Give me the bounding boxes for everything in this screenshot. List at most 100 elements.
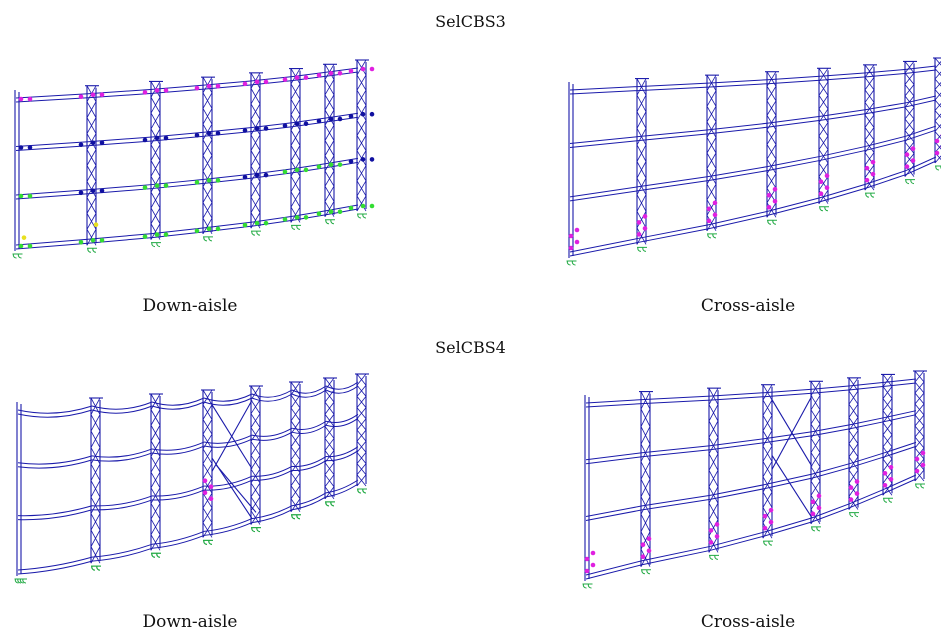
beam bbox=[569, 237, 639, 253]
beam bbox=[865, 72, 907, 78]
plastic-hinge bbox=[708, 540, 714, 545]
brace bbox=[636, 211, 647, 229]
brace bbox=[914, 469, 925, 482]
brace bbox=[290, 83, 301, 100]
brace bbox=[150, 440, 161, 457]
brace bbox=[202, 202, 213, 219]
plastic-hinge bbox=[316, 211, 322, 217]
brace bbox=[636, 94, 647, 112]
brace bbox=[90, 430, 101, 448]
plastic-hinge bbox=[316, 118, 322, 124]
brace bbox=[290, 206, 301, 223]
plastic-hinge bbox=[18, 96, 24, 102]
plastic-hinge bbox=[99, 140, 105, 146]
brace bbox=[250, 413, 261, 428]
beam bbox=[641, 445, 711, 454]
base-support bbox=[251, 527, 261, 533]
plastic-hinge bbox=[142, 137, 148, 143]
plastic-hinge bbox=[99, 92, 105, 98]
plastic-hinge bbox=[206, 178, 212, 183]
beam bbox=[811, 389, 851, 394]
beam bbox=[637, 129, 709, 138]
plastic-hinge bbox=[163, 88, 169, 93]
plastic-hinge bbox=[854, 491, 860, 496]
brace bbox=[202, 217, 213, 235]
beam bbox=[707, 214, 769, 230]
plastic-hinge bbox=[194, 132, 200, 138]
beam bbox=[641, 399, 711, 405]
plastic-hinge bbox=[904, 152, 910, 157]
plastic-hinge bbox=[303, 215, 309, 220]
plastic-hinge bbox=[810, 499, 816, 505]
plastic-hinge bbox=[854, 479, 860, 484]
plastic-hinge bbox=[316, 164, 322, 169]
plastic-hinge bbox=[714, 522, 720, 527]
brace bbox=[904, 141, 915, 154]
brace bbox=[86, 229, 97, 246]
plastic-hinge bbox=[27, 96, 33, 102]
brace bbox=[290, 433, 301, 448]
plastic-hinge bbox=[215, 226, 221, 232]
rack-frame-diagram bbox=[14, 373, 369, 584]
plastic-hinge bbox=[215, 178, 221, 183]
plastic-hinge bbox=[818, 191, 824, 197]
brace bbox=[934, 92, 941, 101]
brace bbox=[90, 463, 101, 481]
plastic-hinge bbox=[263, 220, 269, 226]
plastic-hinge bbox=[870, 171, 876, 177]
beam bbox=[767, 79, 821, 85]
plastic-hinge bbox=[818, 179, 824, 185]
brace bbox=[636, 194, 647, 212]
plastic-hinge bbox=[242, 81, 248, 87]
brace bbox=[90, 496, 101, 514]
brace bbox=[818, 135, 829, 150]
brace bbox=[290, 472, 301, 486]
brace bbox=[356, 89, 367, 106]
brace bbox=[150, 191, 161, 209]
brace bbox=[202, 448, 213, 464]
plastic-hinge bbox=[254, 172, 260, 178]
plastic-hinge bbox=[360, 66, 366, 72]
plastic-hinge bbox=[242, 128, 248, 133]
brace bbox=[810, 509, 821, 525]
plastic-hinge bbox=[27, 193, 33, 199]
beam bbox=[325, 446, 359, 458]
brace bbox=[90, 414, 101, 432]
brace bbox=[864, 89, 875, 103]
beam bbox=[325, 67, 359, 73]
brace bbox=[150, 487, 161, 504]
plastic-hinge bbox=[810, 511, 816, 517]
brace bbox=[848, 443, 859, 458]
beam bbox=[637, 176, 709, 188]
plastic-hinge bbox=[816, 493, 822, 499]
brace bbox=[882, 458, 893, 472]
plastic-hinge bbox=[154, 232, 160, 237]
plastic-hinge bbox=[584, 556, 590, 562]
brace bbox=[914, 458, 925, 471]
brace bbox=[90, 513, 101, 531]
beam bbox=[641, 395, 711, 401]
brace bbox=[848, 469, 859, 484]
brace bbox=[250, 134, 261, 151]
brace bbox=[706, 74, 717, 91]
brace bbox=[356, 180, 367, 197]
brace bbox=[882, 422, 893, 436]
beam bbox=[569, 186, 639, 198]
brace bbox=[150, 534, 161, 551]
brace bbox=[202, 434, 213, 450]
plastic-hinge bbox=[282, 169, 288, 175]
beam bbox=[17, 409, 93, 418]
brace bbox=[810, 452, 821, 468]
brace bbox=[250, 510, 261, 525]
plastic-hinge bbox=[848, 485, 854, 490]
plastic-hinge bbox=[206, 130, 212, 136]
plastic-hinge bbox=[574, 239, 580, 245]
plastic-hinge bbox=[904, 164, 910, 169]
beam bbox=[641, 545, 711, 562]
brace bbox=[864, 152, 875, 166]
beam bbox=[637, 180, 709, 192]
beam bbox=[883, 445, 917, 458]
plastic-hinge bbox=[21, 235, 27, 240]
brace bbox=[706, 90, 717, 107]
brace bbox=[762, 430, 773, 447]
